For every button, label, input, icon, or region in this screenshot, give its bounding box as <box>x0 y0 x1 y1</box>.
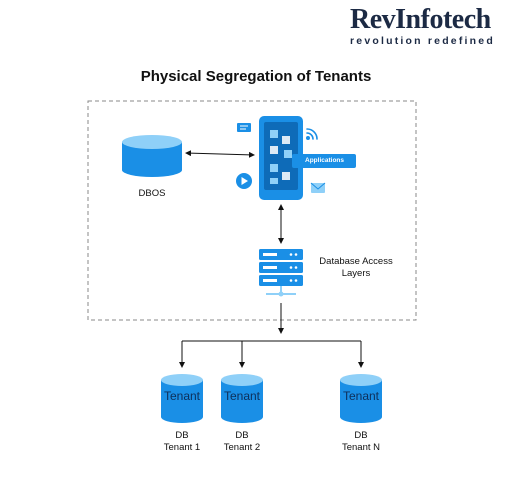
database-access-layers-label: Database Access Layers <box>319 256 393 279</box>
brand-name: RevInfotech <box>350 4 491 35</box>
applications-banner <box>292 154 356 168</box>
segregation-boundary <box>87 100 417 321</box>
tenant-1-label: DB Tenant 1 <box>163 430 201 453</box>
tenant-n-database-icon <box>340 374 382 423</box>
mail-icon <box>310 182 326 193</box>
mobile-app-icon <box>259 116 303 200</box>
tenant-1-icon-text: Tenant <box>163 389 201 403</box>
chat-bubble-icon <box>237 123 251 132</box>
dbos-app-connector <box>185 150 255 158</box>
tenant-2-label: DB Tenant 2 <box>223 430 261 453</box>
wifi-icon <box>305 128 318 141</box>
tenant-n-icon-text: Tenant <box>342 389 380 403</box>
database-access-layer-icon <box>259 249 303 297</box>
brand-logo: RevInfotech revolution redefined <box>350 4 508 48</box>
brand-tagline: revolution redefined <box>350 35 495 47</box>
play-icon <box>236 173 252 189</box>
dbos-database-icon <box>122 135 182 177</box>
applications-label: Applications <box>305 157 345 164</box>
tenant-2-icon-text: Tenant <box>223 389 261 403</box>
diagram-title: Physical Segregation of Tenants <box>140 68 372 85</box>
dbos-label: DBOS <box>138 188 166 199</box>
tenant-n-label: DB Tenant N <box>341 430 381 453</box>
tenant-1-database-icon <box>161 374 203 423</box>
tenant-2-database-icon <box>221 374 263 423</box>
